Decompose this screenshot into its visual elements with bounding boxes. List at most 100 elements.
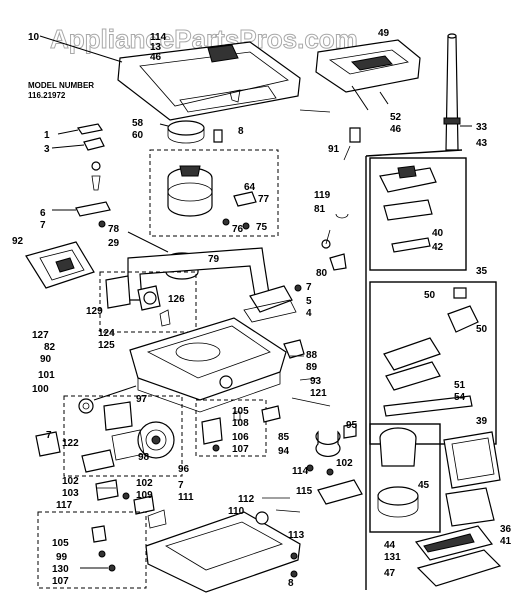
- callout: 105: [232, 406, 249, 417]
- callout: 39: [476, 416, 488, 427]
- callout: 50: [424, 290, 436, 301]
- callout: 119: [314, 190, 331, 201]
- callout: 107: [232, 444, 249, 455]
- top-cover-assembly: [39, 35, 301, 121]
- hose-cover-assembly: [315, 39, 421, 111]
- callout: 64: [244, 182, 256, 193]
- switch-parts: [51, 123, 111, 228]
- callout: 131: [384, 552, 401, 563]
- pipe-tube: [127, 231, 271, 303]
- callout: 91: [328, 144, 340, 155]
- motor-small-parts: [195, 399, 267, 457]
- callout: 75: [256, 222, 268, 233]
- callout: 99: [56, 552, 68, 563]
- callout: 92: [12, 236, 24, 247]
- callout: 77: [258, 194, 270, 205]
- wand-tube: [443, 33, 472, 151]
- callout: 80: [316, 268, 328, 279]
- callout: 46: [390, 124, 402, 135]
- leader-lines: [96, 109, 351, 499]
- callout: 7: [40, 220, 46, 231]
- callout: 47: [384, 568, 396, 579]
- callout: 130: [52, 564, 69, 575]
- handle-bracket: [25, 241, 95, 289]
- callout: 3: [44, 144, 50, 155]
- callout: 7: [178, 480, 184, 491]
- callout: 122: [62, 438, 79, 449]
- callout: 81: [314, 204, 326, 215]
- callout: 100: [32, 384, 49, 395]
- callout: 89: [306, 362, 318, 373]
- callout: 105: [52, 538, 69, 549]
- callout: 60: [132, 130, 144, 141]
- attachments-right: [365, 149, 502, 590]
- bottom-base: [145, 509, 301, 593]
- callout: 124: [98, 328, 115, 339]
- callout: 111: [178, 492, 194, 503]
- callout: 108: [232, 418, 249, 429]
- filter-ring: [159, 120, 223, 144]
- callout: 79: [208, 254, 220, 265]
- callout: 95: [346, 420, 358, 431]
- callout: 109: [136, 490, 153, 501]
- latch-parts: [99, 271, 197, 333]
- callout: 114: [150, 32, 167, 43]
- callout: 114: [292, 466, 309, 477]
- callout: 94: [278, 446, 290, 457]
- model-label: MODEL NUMBER: [28, 81, 94, 90]
- callout-labels: 10 114 13 46 49 1 3 58 60 8 52 46 91 33 …: [12, 28, 512, 589]
- callout: 117: [56, 500, 73, 511]
- callout: 102: [62, 476, 79, 487]
- callout: 85: [278, 432, 290, 443]
- callout: 121: [310, 388, 327, 399]
- callout: 29: [108, 238, 120, 249]
- middle-right-parts: [261, 397, 363, 505]
- callout: 40: [432, 228, 444, 239]
- callout: 78: [108, 224, 120, 235]
- callout: 90: [40, 354, 52, 365]
- callout: 97: [136, 394, 148, 405]
- callout: 1: [44, 130, 50, 141]
- callout: 35: [476, 266, 488, 277]
- callout: 126: [168, 294, 185, 305]
- callout: 5: [306, 296, 312, 307]
- callout: 102: [136, 478, 153, 489]
- callout: 7: [46, 430, 52, 441]
- callout: 36: [500, 524, 512, 535]
- callout: 10: [28, 32, 40, 43]
- callout: 13: [150, 42, 162, 53]
- callout: 41: [500, 536, 512, 547]
- callout: 101: [38, 370, 55, 381]
- callout: 44: [384, 540, 396, 551]
- callout: 93: [310, 376, 322, 387]
- callout: 45: [418, 480, 430, 491]
- callout: 113: [288, 530, 305, 541]
- callout: 110: [228, 506, 245, 517]
- fan-assembly: [35, 395, 183, 477]
- callout: 96: [178, 464, 190, 475]
- watermark-text: AppliancePartsPros.com: [50, 24, 358, 54]
- callout: 98: [138, 452, 150, 463]
- callout: 125: [98, 340, 115, 351]
- callout: 4: [306, 308, 312, 319]
- callout: 54: [454, 392, 466, 403]
- callout: 49: [378, 28, 390, 39]
- callout: 115: [296, 486, 313, 497]
- callout: 103: [62, 488, 79, 499]
- callout: 127: [32, 330, 49, 341]
- callout: 7: [306, 282, 312, 293]
- callout: 8: [238, 126, 244, 137]
- model-number: 116.21972: [28, 91, 66, 100]
- callout: 107: [52, 576, 69, 587]
- callout: 129: [86, 306, 103, 317]
- callout: 76: [232, 224, 244, 235]
- callout: 33: [476, 122, 488, 133]
- motor-box: [149, 149, 279, 237]
- callout: 106: [232, 432, 249, 443]
- callout: 82: [44, 342, 56, 353]
- callout: 42: [432, 242, 444, 253]
- callout: 88: [306, 350, 318, 361]
- callout: 50: [476, 324, 488, 335]
- callout: 52: [390, 112, 402, 123]
